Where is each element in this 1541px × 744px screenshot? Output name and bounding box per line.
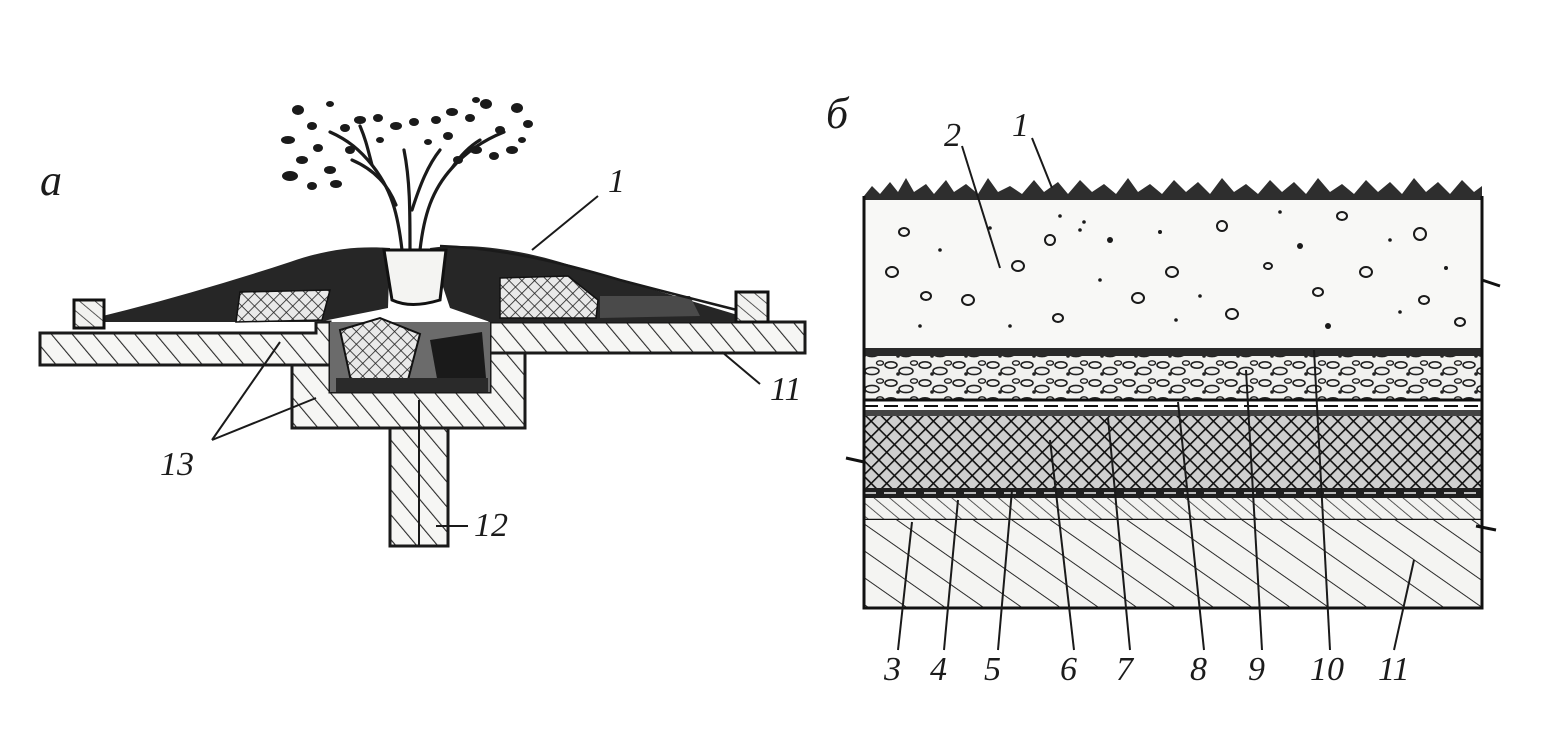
soil-specks: [918, 210, 1448, 329]
panel-a-section: а 1 11 13 12: [38, 97, 807, 548]
mound-fill-left: [235, 289, 331, 323]
panel-a-letter: а: [40, 156, 62, 205]
label-a-1: 1: [608, 163, 625, 200]
label-b-6: 6: [1060, 651, 1077, 688]
label-b-3: 3: [883, 651, 901, 688]
label-a-12: 12: [474, 507, 508, 544]
grass-layer: [864, 178, 1482, 200]
pit-crosshatch: [338, 316, 422, 388]
label-b-1: 1: [1012, 107, 1029, 144]
label-a-13: 13: [160, 446, 194, 483]
screed-layer: [864, 498, 1482, 520]
insulation-layer: [864, 416, 1482, 488]
label-b-11: 11: [1378, 651, 1409, 688]
label-b-7: 7: [1116, 651, 1135, 688]
soil-particles: [885, 211, 1466, 327]
label-a-11: 11: [770, 371, 801, 408]
label-b-10: 10: [1310, 651, 1344, 688]
break-mark-right-bottom: [1475, 524, 1497, 532]
soil-layer: [864, 196, 1482, 348]
tree-trunk: [328, 124, 506, 252]
membrane-layer-top: [864, 410, 1482, 416]
curb-right: [734, 290, 770, 324]
roof-slab-b: [864, 520, 1482, 608]
break-mark-right-top: [1481, 278, 1501, 288]
plant-pot: [382, 248, 448, 306]
panel-b-section: б 2 1 3 4 5 6 7 8 9 10 11: [826, 89, 1501, 688]
mound-layer-right: [600, 296, 700, 318]
break-mark-left: [845, 456, 865, 464]
panel-b-outline: [862, 196, 1484, 610]
curb-left: [72, 298, 106, 330]
mound-fill-right: [499, 275, 599, 319]
label-b-5: 5: [984, 651, 1001, 688]
soil-mound: [78, 247, 390, 322]
label-b-4: 4: [930, 651, 947, 688]
panel-b-bottom-leaders: [897, 349, 1415, 651]
pit-drainage-dark: [430, 332, 486, 384]
filter-layer: [864, 348, 1482, 356]
pit-gravel-bottom: [336, 378, 488, 392]
label-b-2: 2: [944, 117, 961, 154]
gravel-drainage-layer: [864, 356, 1482, 400]
label-b-8: 8: [1190, 651, 1207, 688]
roof-slab-right: [488, 320, 807, 374]
panel-a-leaders: [211, 195, 761, 527]
panel-b-top-leaders: [961, 137, 1053, 269]
label-b-9: 9: [1248, 651, 1265, 688]
panel-b-letter: б: [826, 89, 850, 138]
